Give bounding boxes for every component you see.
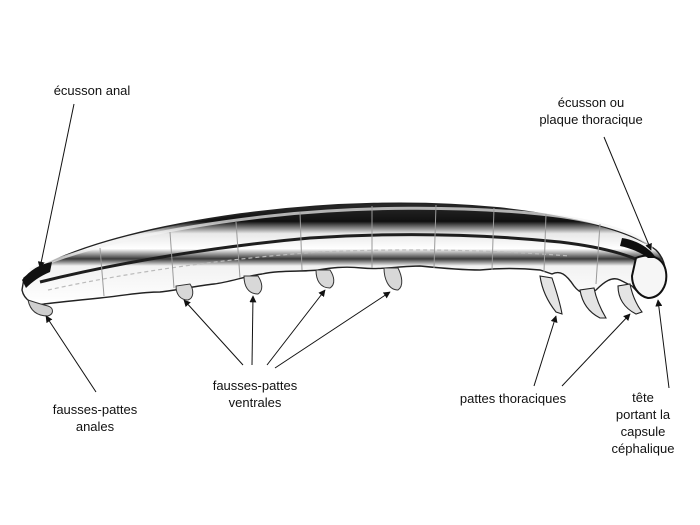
- spiracle-line: [47, 249, 571, 291]
- label-head: tête portant la capsule céphalique: [611, 390, 675, 456]
- arrow-thoracic-leg-1: [533, 315, 558, 387]
- head-capsule: [630, 254, 668, 300]
- label-ventral-prolegs: fausses-pattes ventrales: [212, 378, 298, 410]
- arrow-head: [655, 299, 670, 389]
- thoracic-shield: [620, 238, 656, 258]
- arrow-thoracic-shield: [603, 136, 652, 251]
- label-thoracic-shield: écusson ou plaque thoracique: [539, 95, 643, 127]
- thoracic-legs: [539, 275, 643, 319]
- arrow-ventral-proleg-4: [274, 291, 391, 369]
- caterpillar-illustration: [21, 202, 668, 319]
- segment-lines: [99, 204, 601, 297]
- arrow-anal-prolegs: [45, 315, 97, 393]
- arrow-ventral-proleg-1: [183, 299, 244, 366]
- dorsal-stripe: [29, 206, 654, 272]
- label-thoracic-legs: pattes thoraciques: [459, 391, 567, 406]
- anal-prolegs: [27, 299, 53, 317]
- ventral-prolegs: [175, 267, 403, 301]
- lateral-stripe: [39, 233, 652, 284]
- label-anal-shield: écusson anal: [53, 83, 131, 98]
- arrow-ventral-proleg-2: [249, 295, 257, 366]
- label-anal-prolegs: fausses-pattes anales: [52, 402, 138, 434]
- arrow-ventral-proleg-3: [266, 289, 326, 366]
- arrow-anal-shield: [37, 103, 75, 269]
- leader-lines: [37, 103, 670, 393]
- arrow-thoracic-leg-2: [561, 313, 631, 387]
